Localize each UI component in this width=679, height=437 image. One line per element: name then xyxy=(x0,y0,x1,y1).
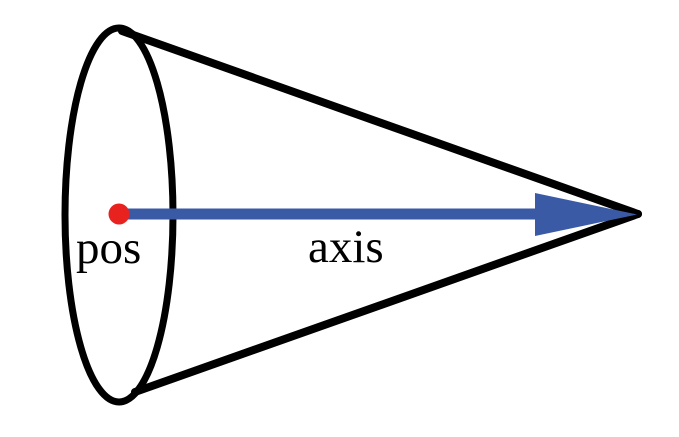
cone-upper-slant-line xyxy=(118,27,642,218)
axis-arrow-head xyxy=(535,193,637,236)
axis-arrow-shaft xyxy=(117,208,541,220)
axis-label: axis xyxy=(308,221,384,273)
pos-point-marker xyxy=(108,203,130,225)
pos-label: pos xyxy=(76,222,142,274)
cone-lower-slant-line xyxy=(131,210,642,396)
